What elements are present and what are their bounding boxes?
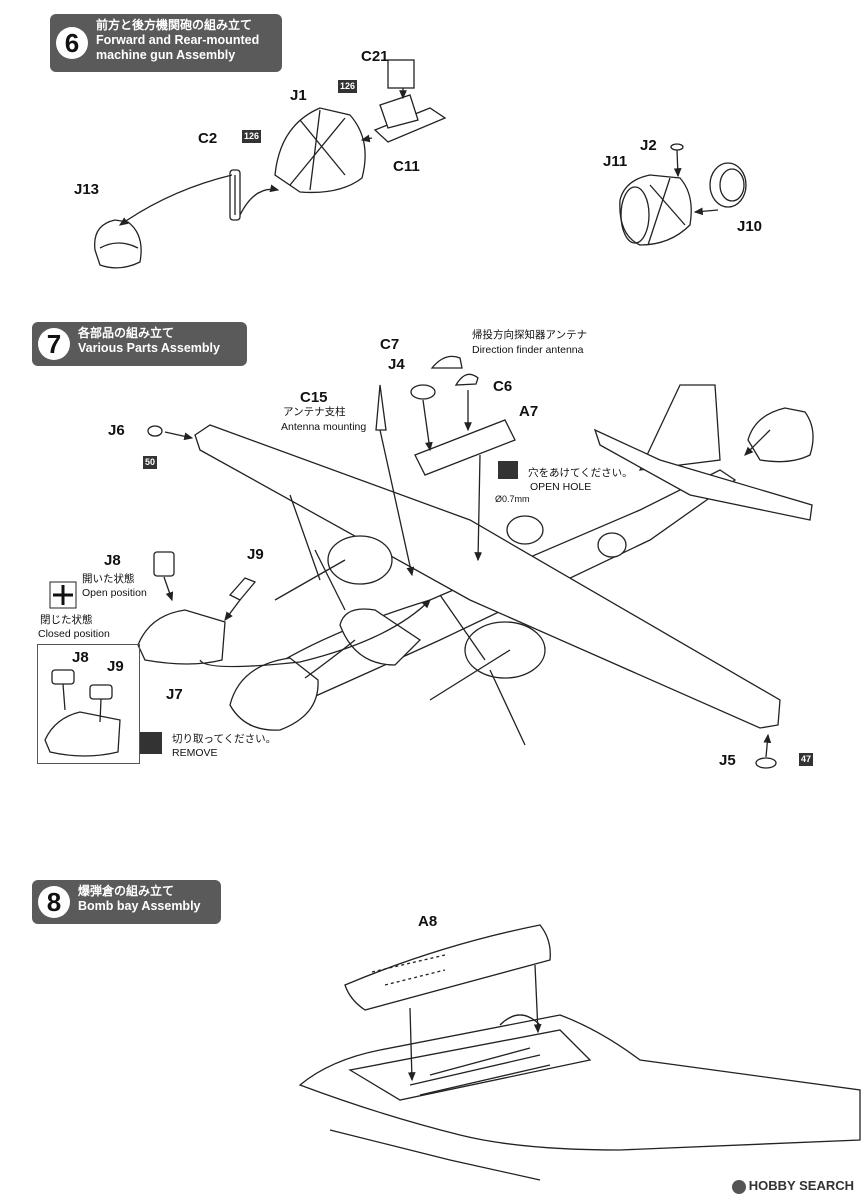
step-number: 7 [38, 328, 70, 360]
badge-126-a: 126 [338, 80, 358, 93]
part-label-j4: J4 [388, 356, 405, 373]
part-label-j8-inset: J8 [72, 649, 89, 666]
step-title-en: Forward and Rear-mounted [96, 33, 260, 47]
badge-47: 47 [799, 753, 814, 766]
step-7-header: 7 各部品の組み立て Various Parts Assembly [32, 322, 247, 366]
step-title-jp: 各部品の組み立て [78, 326, 175, 340]
part-label-j5: J5 [719, 752, 736, 769]
step-title-en: Bomb bay Assembly [78, 899, 201, 913]
part-label-c21: C21 [361, 48, 389, 65]
step-number: 8 [38, 886, 70, 918]
note-df-en: Direction finder antenna [472, 344, 584, 356]
part-label-c7: C7 [380, 336, 400, 353]
part-label-a7: A7 [519, 403, 539, 420]
step-title-jp: 爆弾倉の組み立て [78, 884, 175, 898]
part-label-c2: C2 [198, 130, 218, 147]
part-label-j2: J2 [640, 137, 657, 154]
part-j8-drawing [153, 551, 175, 577]
part-j13-drawing [94, 219, 142, 269]
part-label-j10: J10 [737, 218, 763, 235]
step-title-en: Various Parts Assembly [78, 341, 220, 355]
note-closed-jp: 閉じた状態 [40, 614, 93, 626]
part-label-j9: J9 [247, 546, 264, 563]
note-hole-size: Ø0.7mm [495, 494, 530, 504]
part-j6-drawing [147, 425, 163, 437]
part-label-j13: J13 [74, 181, 100, 198]
closed-position-inset [37, 644, 140, 764]
note-df-jp: 帰投方向探知器アンテナ [472, 329, 588, 341]
step-8-header: 8 爆弾倉の組み立て Bomb bay Assembly [32, 880, 221, 924]
remove-symbol [140, 732, 162, 754]
direction-arrows-icon [49, 581, 77, 609]
part-c2-drawing [229, 169, 241, 221]
note-remove-en: REMOVE [172, 747, 218, 759]
note-remove-jp: 切り取ってください。 [172, 733, 277, 745]
aircraft-drawing [137, 384, 814, 746]
part-c15-drawing [375, 384, 387, 431]
badge-50: 50 [143, 456, 158, 469]
part-j1-drawing [274, 107, 366, 194]
part-label-j6: J6 [108, 422, 125, 439]
part-c7-drawing [430, 355, 463, 369]
step-6-header: 6 前方と後方機関砲の組み立て Forward and Rear-mounted… [50, 14, 282, 72]
watermark-text: HOBBY SEARCH [748, 1178, 854, 1194]
hobbysearch-logo-icon [731, 1180, 746, 1194]
open-hole-symbol [498, 461, 518, 479]
note-closed-en: Closed position [38, 628, 110, 640]
badge-126-b: 126 [242, 130, 262, 143]
note-open-jp: 開いた状態 [82, 573, 135, 585]
part-label-a8: A8 [418, 913, 438, 930]
part-label-c6: C6 [493, 378, 513, 395]
bomb-bay-drawing [298, 1014, 861, 1181]
part-label-j9-inset: J9 [107, 658, 124, 675]
part-a7-drawing [414, 419, 516, 476]
part-c6-drawing [454, 373, 479, 386]
step-number: 6 [56, 27, 88, 59]
closed-canopy-drawing [44, 711, 121, 757]
note-hole-en: OPEN HOLE [530, 481, 592, 493]
note-antenna-en: Antenna mounting [281, 421, 367, 433]
part-j10-drawing [709, 162, 747, 208]
part-j9-drawing [228, 577, 257, 601]
part-j11-drawing [619, 174, 692, 246]
watermark: HOBBY SEARCH [731, 1178, 854, 1194]
part-label-j1: J1 [290, 87, 307, 104]
part-label-j7: J7 [166, 686, 183, 703]
step-title-en-2: machine gun Assembly [96, 48, 236, 62]
part-j5-drawing [755, 757, 777, 769]
part-label-j11: J11 [603, 153, 628, 170]
step-title-jp: 前方と後方機関砲の組み立て [96, 18, 253, 32]
note-hole-jp: 穴をあけてください。 [528, 467, 633, 479]
part-label-c15: C15 [300, 389, 328, 406]
part-label-j8: J8 [104, 552, 121, 569]
part-a8-drawing [344, 924, 551, 1011]
note-antenna-jp: アンテナ支柱 [283, 406, 346, 418]
part-label-c11: C11 [393, 158, 420, 175]
part-c11-drawing [373, 59, 447, 143]
note-open-en: Open position [82, 587, 147, 599]
part-j2-drawing [670, 143, 684, 151]
part-j4-drawing [410, 384, 436, 400]
